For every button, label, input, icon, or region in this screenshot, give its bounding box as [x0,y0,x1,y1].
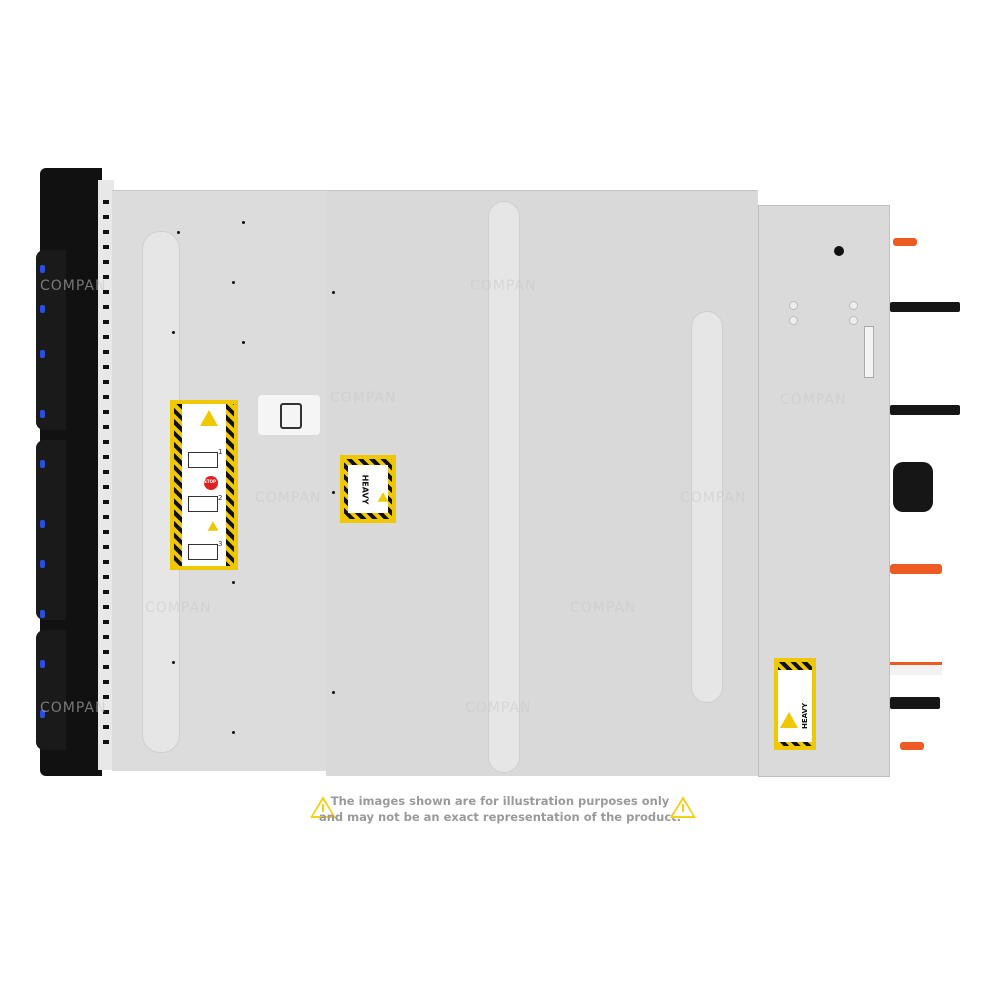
bezel-led-icon [40,610,45,618]
watermark: COMPAN [470,278,537,294]
step-number: 2 [218,494,223,502]
warning-icon [200,410,218,426]
psu-handle[interactable] [890,697,940,709]
warning-icon [377,492,389,502]
serial-tag [864,326,874,378]
step-number: 1 [218,448,223,456]
lift-warning-label: HEAVY [340,455,396,523]
bezel-led-icon [40,460,45,468]
release-tab[interactable] [900,742,924,750]
bezel-led-icon [40,305,45,313]
watermark: COMPAN [255,490,322,506]
info-sticker [258,395,320,435]
bezel-section-middle [36,440,66,620]
step-number: 3 [218,540,223,548]
bezel-led-icon [40,660,45,668]
watermark: COMPAN [40,278,107,294]
bezel-led-icon [40,410,45,418]
bezel-led-icon [40,520,45,528]
stop-icon [204,476,218,490]
bezel-led-icon [40,265,45,273]
watermark: COMPAN [465,700,532,716]
cover-rib [691,311,723,703]
disclaimer-line-2: and may not be an exact representation o… [318,810,682,824]
card-bracket[interactable] [890,662,942,675]
warning-icon [207,521,219,531]
bezel-led-icon [40,560,45,568]
bezel-section-bottom [36,630,66,750]
watermark: COMPAN [570,600,637,616]
riser-release-tab[interactable] [890,564,942,574]
bezel-led-icon [40,710,45,718]
watermark: COMPAN [145,600,212,616]
service-instruction-label: 1 STOP 2 3 [170,400,238,570]
watermark: COMPAN [40,700,107,716]
bezel-section-top [36,250,66,430]
watermark: COMPAN [330,390,397,406]
warning-icon [310,796,336,818]
disclaimer: The images shown are for illustration pu… [290,793,710,825]
psu-handle[interactable] [890,405,960,415]
bezel-led-icon [40,350,45,358]
psu-handle[interactable] [890,302,960,312]
warning-icon [780,712,798,728]
warning-icon [670,796,696,818]
disclaimer-line-1: The images shown are for illustration pu… [330,794,670,808]
release-tab[interactable] [893,238,917,246]
watermark: COMPAN [780,392,847,408]
thumbscrew-knob[interactable] [893,462,933,512]
rear-hole [834,246,844,256]
watermark: COMPAN [680,490,747,506]
mounting-rail [98,180,114,770]
rear-heavy-label: HEAVY [774,658,816,750]
main-cover-panel [326,190,758,776]
cover-rib [488,201,520,773]
